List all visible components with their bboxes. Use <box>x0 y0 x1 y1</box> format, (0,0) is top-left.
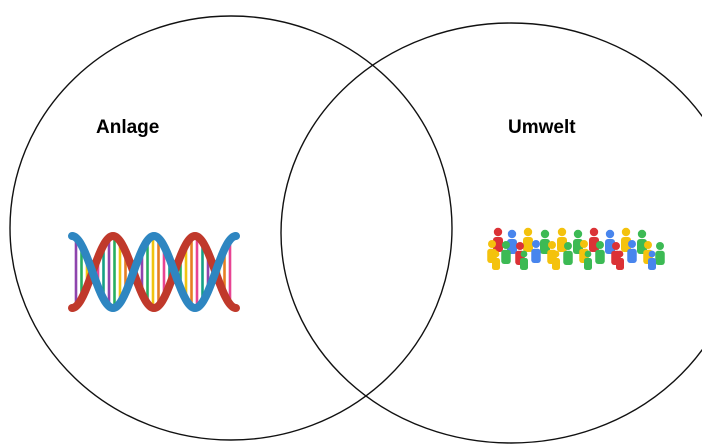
person-figure <box>540 229 550 254</box>
person-figure <box>589 227 599 252</box>
person-figure <box>595 241 605 264</box>
person-figure <box>501 241 511 264</box>
person-figure <box>492 250 500 270</box>
crowd-people-icon <box>487 227 665 270</box>
person-figure <box>655 242 665 265</box>
dna-strand-a <box>68 231 240 313</box>
person-figure <box>627 240 637 263</box>
person-figure <box>584 250 592 270</box>
person-figure <box>531 240 541 263</box>
circle-anlage <box>9 15 453 441</box>
person-figure <box>605 229 615 254</box>
person-figure <box>520 250 528 270</box>
person-figure <box>563 242 573 265</box>
label-umwelt: Umwelt <box>508 117 576 138</box>
dna-helix-icon <box>68 231 240 313</box>
person-figure <box>523 227 533 252</box>
set-anlage: Anlage <box>9 15 453 441</box>
person-figure <box>552 250 560 270</box>
dna-strand-b <box>68 231 240 313</box>
label-anlage: Anlage <box>96 117 159 138</box>
person-figure <box>616 250 624 270</box>
set-umwelt: Umwelt <box>280 22 702 444</box>
person-figure <box>621 227 631 252</box>
person-figure <box>493 227 503 252</box>
circle-umwelt <box>280 22 702 444</box>
person-figure <box>557 227 567 252</box>
person-figure <box>648 250 656 270</box>
